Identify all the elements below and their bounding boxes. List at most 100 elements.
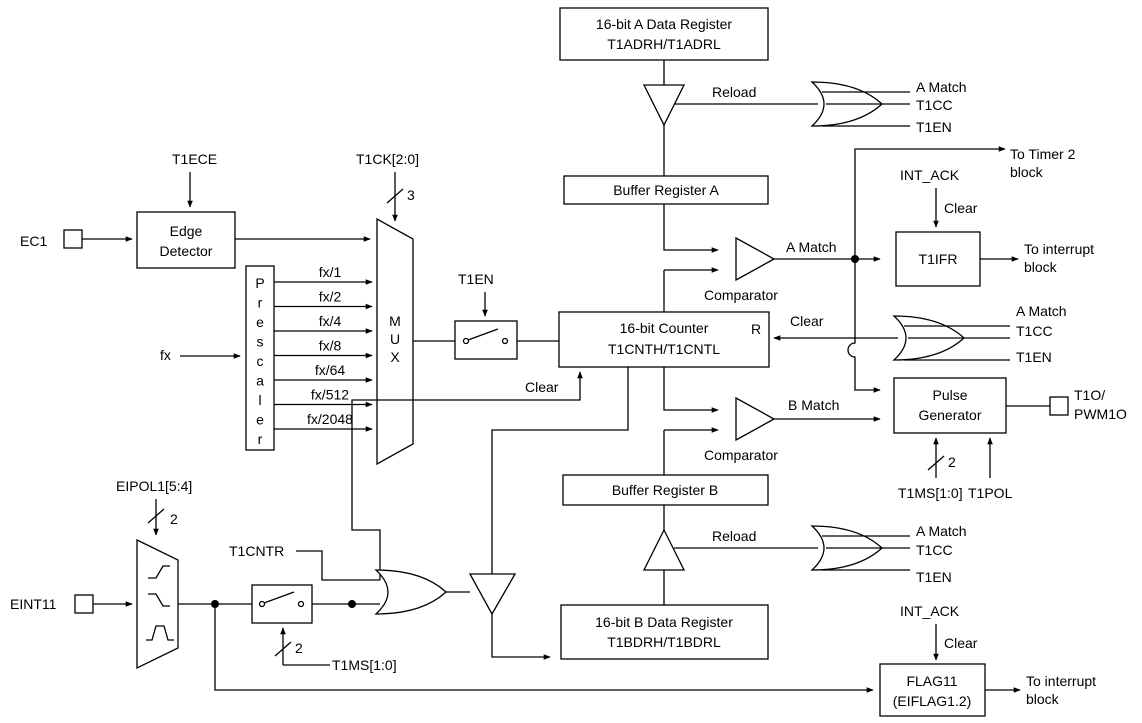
prescaler-letter: e bbox=[256, 412, 264, 428]
pulse-generator-label-1: Pulse bbox=[932, 387, 967, 403]
flag11-label-1: FLAG11 bbox=[906, 673, 957, 689]
flag-clear-label: Clear bbox=[944, 635, 978, 651]
mux-letter: X bbox=[390, 349, 400, 365]
t1ms-sw-label: T1MS[1:0] bbox=[332, 657, 397, 673]
fx-label: fx bbox=[160, 347, 171, 363]
to-interrupt-1b: block bbox=[1024, 259, 1058, 275]
to-interrupt-2a: To interrupt bbox=[1026, 673, 1096, 689]
prescaler-letter: l bbox=[258, 392, 261, 408]
a-data-register: 16-bit A Data Register T1ADRH/T1ADRL bbox=[559, 7, 769, 61]
t1ms-pulse-label: T1MS[1:0] bbox=[898, 485, 963, 501]
t1ifr-register: T1IFR bbox=[895, 231, 981, 287]
prescaler-letter: r bbox=[258, 431, 263, 447]
t1ifr-clear-label: Clear bbox=[944, 200, 978, 216]
prescaler-output-label: fx/512 bbox=[311, 387, 349, 403]
comparator-a-label: Comparator bbox=[704, 287, 778, 303]
edge-detector-label-2: Detector bbox=[160, 243, 213, 259]
t1ece-label: T1ECE bbox=[172, 151, 217, 167]
prescaler-output-label: fx/8 bbox=[319, 338, 342, 354]
comparator-b-label: Comparator bbox=[704, 447, 778, 463]
pulse-generator: Pulse Generator bbox=[893, 377, 1007, 434]
wire-bottom-to-b-data bbox=[491, 614, 551, 660]
buffer-register-a-label: Buffer Register A bbox=[613, 182, 719, 198]
wire-counter-to-comp-b bbox=[663, 367, 719, 413]
bus-slash-eipol bbox=[147, 508, 165, 524]
wire-t1cntr bbox=[296, 550, 380, 581]
prescaler-output-label: fx/4 bbox=[319, 313, 342, 329]
t1ifr-label: T1IFR bbox=[919, 251, 958, 267]
int-ack-top-label: INT_ACK bbox=[900, 167, 960, 183]
to-timer2-label-1: To Timer 2 bbox=[1010, 146, 1076, 162]
pulse-generator-label-2: Generator bbox=[918, 407, 981, 423]
to-interrupt-2b: block bbox=[1026, 691, 1060, 707]
b-data-register: 16-bit B Data Register T1BDRH/T1BDRL bbox=[560, 604, 769, 660]
prescaler-letter: c bbox=[257, 353, 264, 369]
both-edge-icon bbox=[146, 625, 174, 641]
bus-slash-t1ms-sw bbox=[274, 641, 292, 657]
prescaler-letter: a bbox=[256, 373, 264, 389]
buffer-register-b-label: Buffer Register B bbox=[612, 482, 718, 498]
t1pol-label: T1POL bbox=[968, 485, 1013, 501]
wire-to-timer2 bbox=[854, 146, 1006, 259]
clear-counter-label: Clear bbox=[790, 313, 824, 329]
prescaler-letter: e bbox=[256, 314, 264, 330]
to-timer2-label-2: block bbox=[1010, 164, 1044, 180]
or-b-in3-label: T1EN bbox=[916, 569, 952, 585]
t1o-pin bbox=[1049, 396, 1069, 416]
t1cntr-switch bbox=[251, 584, 313, 624]
wire-clear-counter-bottom bbox=[351, 371, 583, 580]
to-interrupt-1a: To interrupt bbox=[1024, 241, 1094, 257]
bus-width-2-pulse: 2 bbox=[948, 454, 956, 470]
a-data-register-id: T1ADRH/T1ADRL bbox=[607, 36, 721, 52]
prescaler-output-label: fx/64 bbox=[315, 362, 346, 378]
or-a-in1-label: A Match bbox=[916, 79, 967, 95]
wire-bottom-to-counter bbox=[491, 367, 629, 574]
a-match-label: A Match bbox=[786, 239, 837, 255]
or-gate-bottom bbox=[374, 569, 447, 615]
falling-edge-icon bbox=[148, 593, 170, 607]
buffer-register-a: Buffer Register A bbox=[563, 175, 769, 205]
mux bbox=[376, 217, 414, 466]
counter-label-1: 16-bit Counter bbox=[620, 320, 709, 336]
comparator-a bbox=[735, 236, 776, 282]
bus-width-2-eipol: 2 bbox=[170, 511, 178, 527]
prescaler-letter: s bbox=[257, 334, 264, 350]
or-a-in3-label: T1EN bbox=[916, 119, 952, 135]
b-data-register-id: T1BDRH/T1BDRL bbox=[607, 634, 721, 650]
wire-a-match-to-pulse bbox=[847, 259, 881, 393]
bus-width-3: 3 bbox=[407, 187, 415, 203]
edge-detector: Edge Detector bbox=[136, 211, 236, 269]
eint11-pin bbox=[74, 594, 94, 614]
eipol-label: EIPOL1[5:4] bbox=[116, 478, 192, 494]
t1cntr-label: T1CNTR bbox=[229, 543, 284, 559]
prescaler-output-label: fx/1 bbox=[319, 264, 342, 280]
t1ck-label: T1CK[2:0] bbox=[356, 151, 419, 167]
flag11-label-2: (EIFLAG1.2) bbox=[893, 693, 972, 709]
or-a-in2-label: T1CC bbox=[916, 97, 953, 113]
comparator-b bbox=[735, 396, 776, 442]
edge-polarity-selector bbox=[136, 538, 179, 670]
b-match-label: B Match bbox=[788, 397, 839, 413]
bus-width-2-sw: 2 bbox=[295, 640, 303, 656]
bus-slash-t1ck bbox=[386, 188, 404, 204]
ec1-pin bbox=[63, 229, 83, 249]
or-c-in3-label: T1EN bbox=[1016, 349, 1052, 365]
prescaler-letter: r bbox=[258, 295, 263, 311]
mux-letter: M bbox=[389, 313, 401, 329]
flag11-register: FLAG11 (EIFLAG1.2) bbox=[879, 663, 986, 717]
clear-counter-bottom-label: Clear bbox=[525, 379, 559, 395]
b-data-register-name: 16-bit B Data Register bbox=[595, 614, 733, 630]
prescaler-output-label: fx/2 bbox=[319, 289, 342, 305]
a-data-register-name: 16-bit A Data Register bbox=[596, 16, 733, 32]
edge-detector-label-1: Edge bbox=[170, 223, 203, 239]
or-c-in1-label: A Match bbox=[1016, 303, 1067, 319]
or-b-in1-label: A Match bbox=[916, 523, 967, 539]
prescaler-output-label: fx/2048 bbox=[307, 411, 353, 427]
eint11-label: EINT11 bbox=[10, 596, 57, 612]
t1o-label-2: PWM1O bbox=[1074, 406, 1127, 422]
wire-eint-to-flag bbox=[214, 604, 874, 693]
junction-t1cntr-or bbox=[348, 600, 356, 608]
